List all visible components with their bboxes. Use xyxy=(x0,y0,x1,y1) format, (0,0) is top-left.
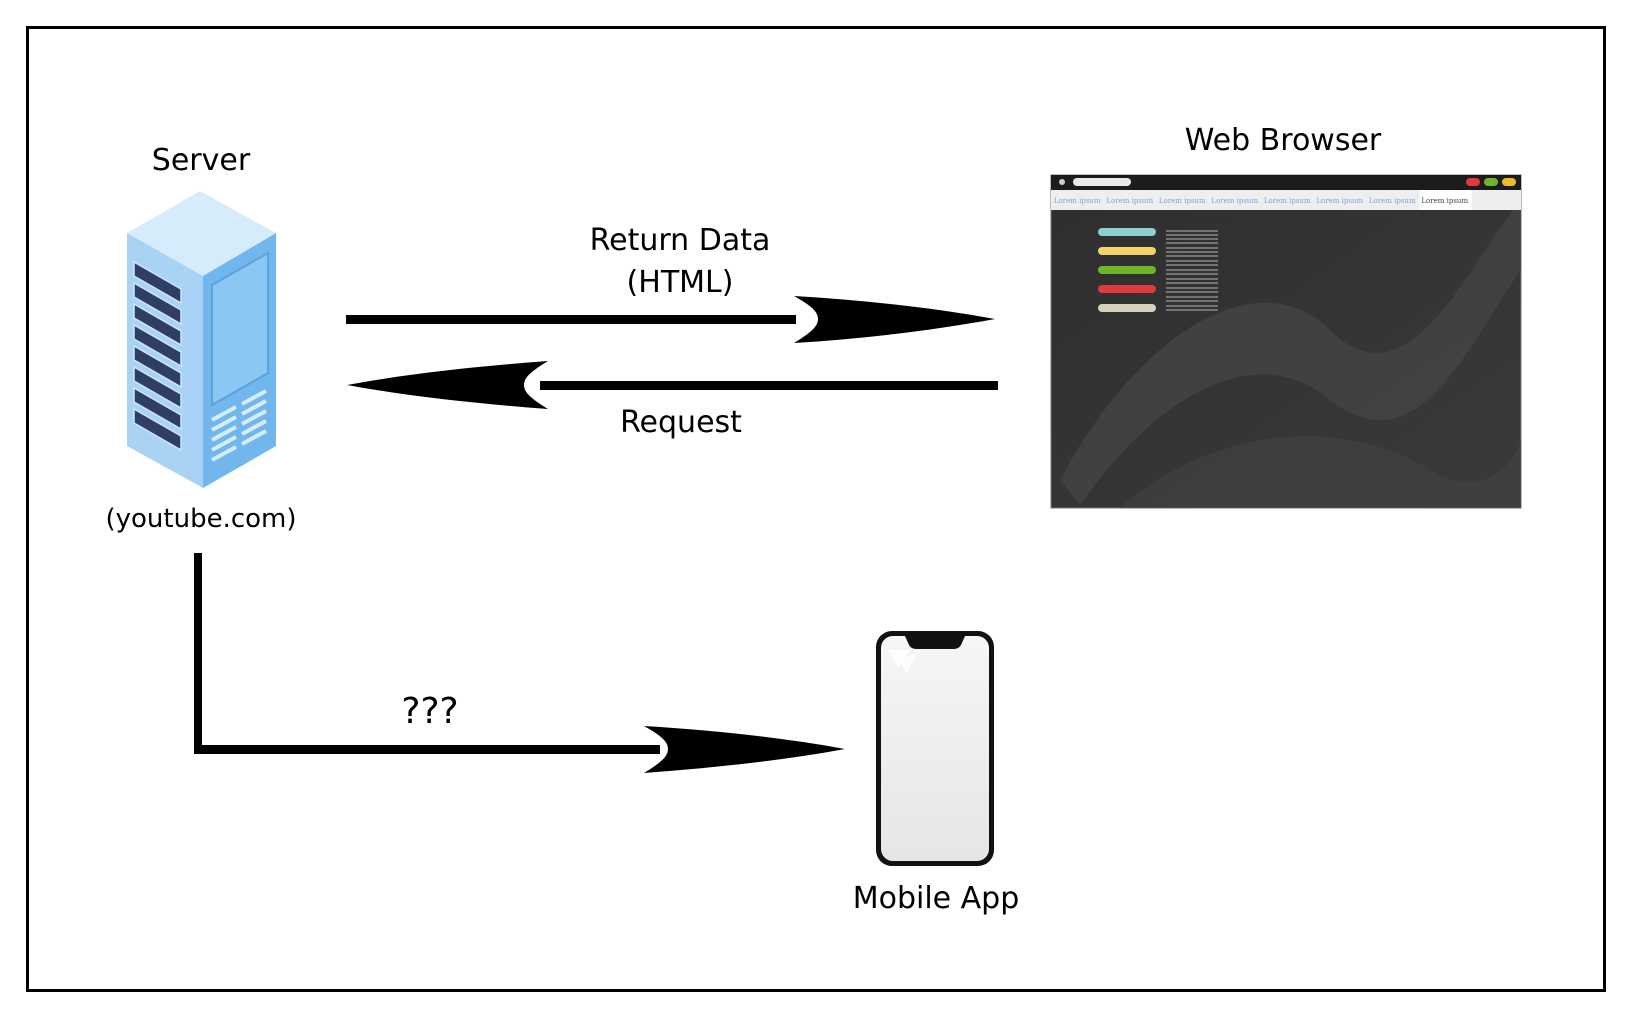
server-title: Server xyxy=(151,143,251,178)
return-data-arrow xyxy=(346,296,995,343)
server-host-label: (youtube.com) xyxy=(105,504,297,534)
browser-tab-label: Lorem ipsum xyxy=(1421,197,1468,205)
browser-window-button xyxy=(1484,178,1498,186)
browser-tabs: Lorem ipsum Lorem ipsum Lorem ipsum Lorem i… xyxy=(1054,190,1472,210)
request-arrow xyxy=(347,361,998,409)
browser-tab-label: Lorem ipsum xyxy=(1369,197,1416,205)
browser-menu-bars xyxy=(1098,228,1156,312)
diagram-frame xyxy=(26,26,1606,992)
browser-text-block xyxy=(1166,230,1218,311)
unknown-transfer-label: ??? xyxy=(401,691,459,732)
browser-menu-bar xyxy=(1098,228,1156,236)
browser-window-button xyxy=(1466,178,1480,186)
browser-tab-label: Lorem ipsum xyxy=(1106,197,1153,205)
browser-tab-label: Lorem ipsum xyxy=(1264,197,1311,205)
return-data-format-label: (HTML) xyxy=(626,265,734,300)
mobile-app-title: Mobile App xyxy=(852,881,1020,916)
return-data-label: Return Data xyxy=(589,223,771,258)
browser-active-tab xyxy=(1419,190,1472,210)
browser-tab-label: Lorem ipsum xyxy=(1054,197,1101,205)
browser-menu-bar xyxy=(1098,285,1156,293)
browser-tab-label: Lorem ipsum xyxy=(1211,197,1258,205)
browser-menu-bar xyxy=(1098,304,1156,312)
browser-window-buttons xyxy=(1466,178,1516,186)
request-label: Request xyxy=(620,405,742,440)
browser-tab-label: Lorem ipsum xyxy=(1159,197,1206,205)
server-icon xyxy=(127,191,276,488)
browser-menu-bar xyxy=(1098,247,1156,255)
web-browser-title: Web Browser xyxy=(1184,123,1382,158)
mobile-phone-icon xyxy=(876,631,994,866)
browser-menu-bar xyxy=(1098,266,1156,274)
server-to-mobile-arrow xyxy=(194,553,845,773)
browser-tab-label: Lorem ipsum xyxy=(1316,197,1363,205)
browser-window-button xyxy=(1502,178,1516,186)
web-browser-illustration xyxy=(1050,174,1522,509)
